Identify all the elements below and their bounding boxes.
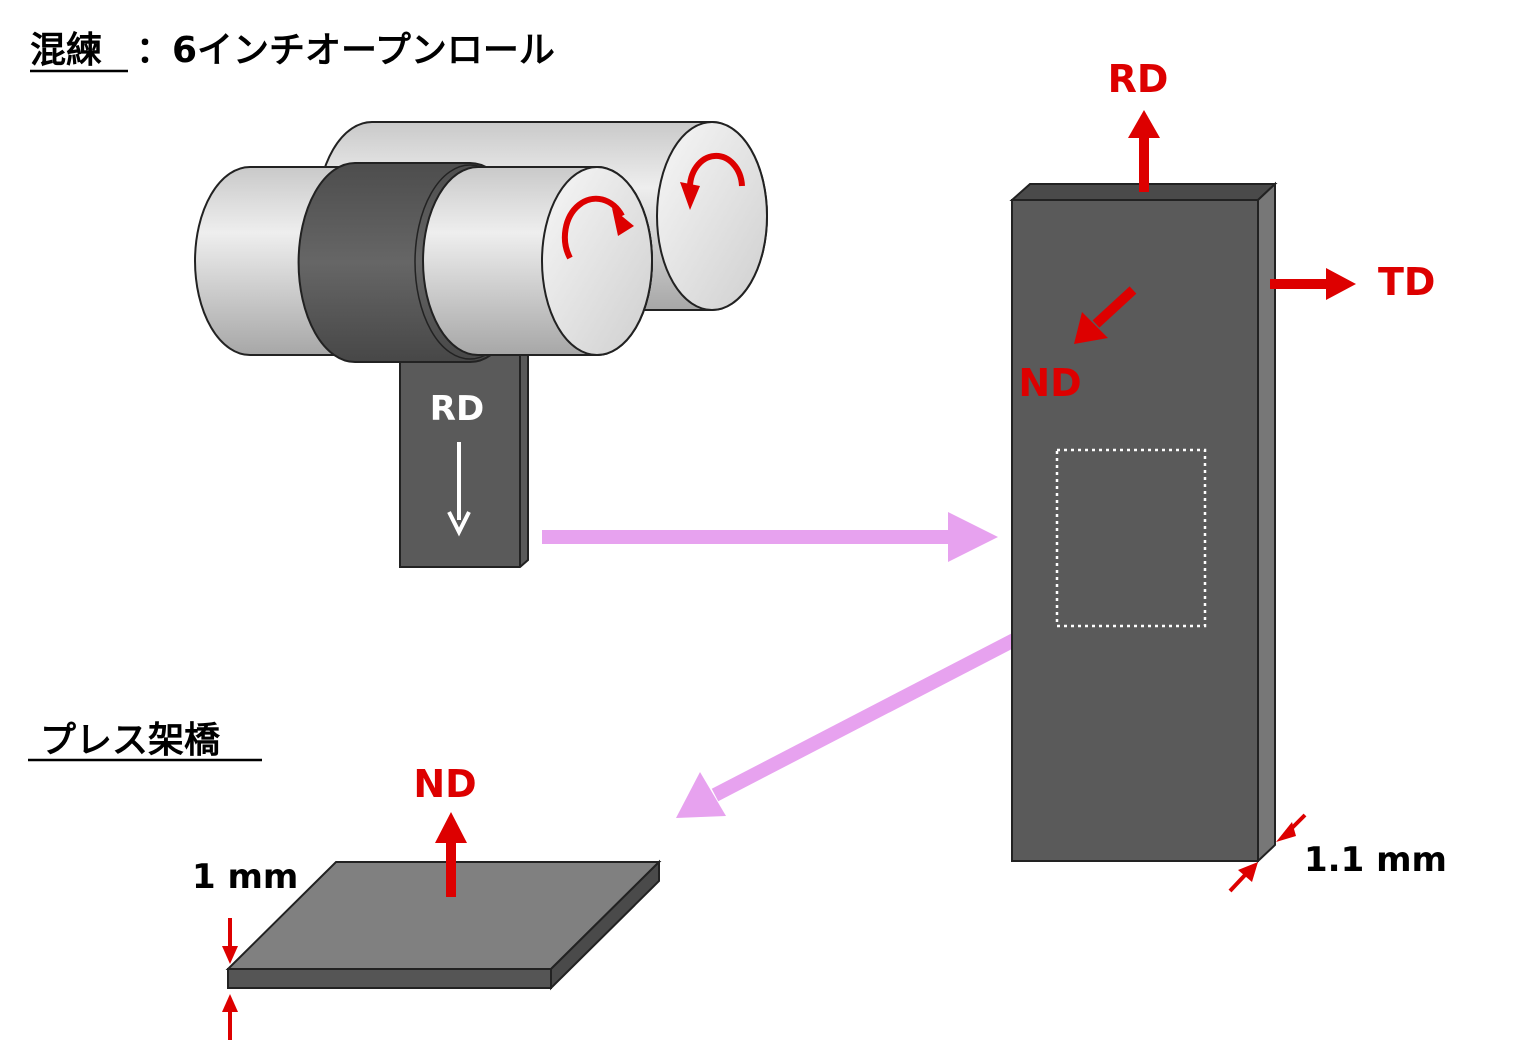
back-roll-end	[656, 121, 768, 311]
press-title: プレス架橋	[40, 720, 220, 761]
sheet-front-face	[1011, 199, 1259, 862]
mixing-title-rest: ：6インチオープンロール	[136, 30, 555, 71]
pressed-sheet: ND 1 mm	[192, 762, 662, 1040]
arrow-sheet-to-press	[711, 618, 1047, 802]
sheet-thickness-label: 1.1 mm	[1304, 840, 1447, 880]
roll-sheet-rd-label: RD	[430, 389, 484, 429]
front-roll-end	[541, 166, 653, 356]
sheet-nd-arrow	[1092, 286, 1137, 328]
back-roll-rotation-arrow	[686, 153, 745, 191]
press-nd-label: ND	[413, 762, 476, 806]
pressed-sheet-front	[227, 968, 552, 989]
mixing-title-underlined: 混練	[30, 30, 102, 71]
process-arrows	[542, 512, 1047, 818]
sample-cut-region	[1055, 448, 1207, 628]
sheet-td-label: TD	[1378, 260, 1435, 304]
front-roll-rotation-arrow	[561, 195, 625, 260]
sheet-nd-label: ND	[1018, 361, 1081, 405]
rolled-sheet: RD TD ND 1.1 mm	[1009, 57, 1447, 893]
press-thickness-label: 1 mm	[192, 857, 298, 897]
open-roll-mill: RD	[194, 121, 768, 568]
sheet-thickness-marker-bottom	[1228, 872, 1248, 893]
rubber-sheet	[399, 345, 529, 568]
sheet-rd-label: RD	[1108, 57, 1169, 101]
